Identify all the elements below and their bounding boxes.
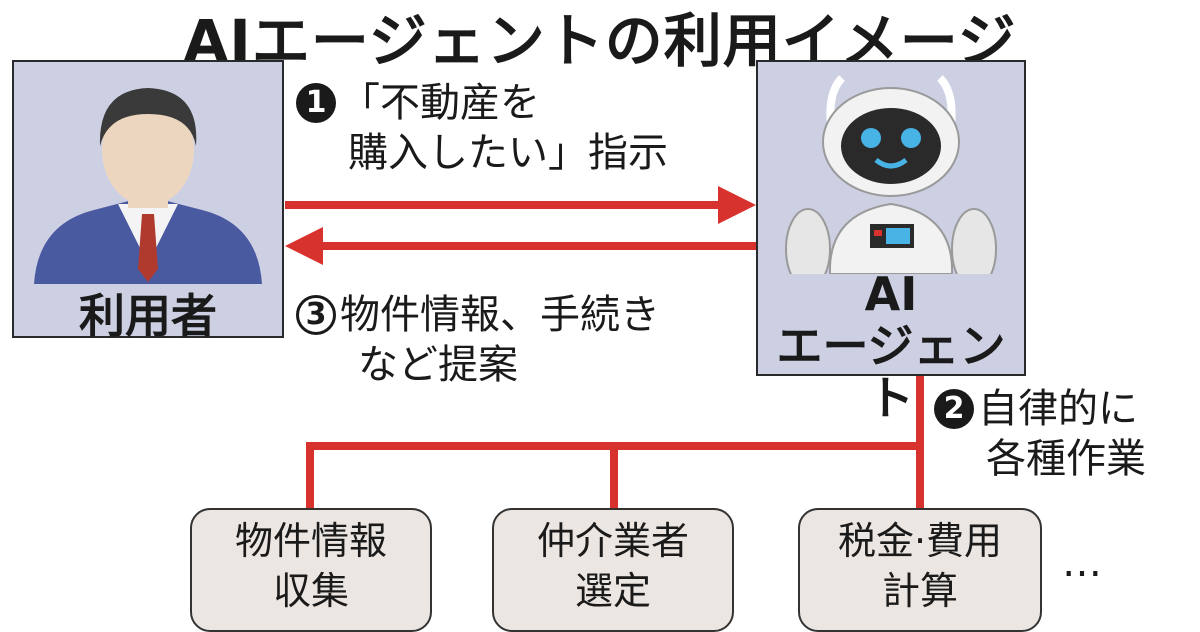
task-3-line1: 税金·費用 [837, 519, 1003, 563]
task-3-line2: 計算 [881, 569, 958, 613]
arrow-proposal-head [285, 227, 323, 265]
agent-label-line2: エージェント [776, 319, 1006, 425]
agent-label-line1: AI [864, 267, 918, 321]
step-1-text: 1「不動産を 購入したい」指示 [296, 78, 668, 178]
task-box-1: 物件情報 収集 [190, 508, 432, 632]
task-1-line1: 物件情報 [234, 519, 387, 563]
user-panel [12, 60, 284, 338]
user-label: 利用者 [79, 289, 217, 343]
step-1-line2: 購入したい」指示 [348, 130, 668, 176]
agent-panel [756, 60, 1026, 376]
task-2-line1: 仲介業者 [536, 519, 689, 563]
step-2-number: 2 [934, 389, 974, 429]
robot-icon [785, 75, 997, 274]
step-1-line1: 「不動産を [340, 80, 540, 126]
step-3-line2: など提案 [358, 342, 518, 388]
task-box-2: 仲介業者 選定 [492, 508, 734, 632]
step-2-line1: 自律的に [978, 386, 1138, 432]
user-icon [34, 88, 262, 284]
step-1-number: 1 [296, 83, 336, 123]
task-1-line2: 収集 [272, 569, 349, 613]
step-3-number: 3 [296, 295, 336, 335]
step-2-line2: 各種作業 [986, 436, 1146, 482]
more-tasks-ellipsis: … [1062, 540, 1104, 586]
task-box-3: 税金·費用 計算 [798, 508, 1042, 632]
task-2-line2: 選定 [574, 569, 651, 613]
agent-label: AI エージェント [758, 268, 1024, 424]
step-3-line1: 物件情報、手続き [340, 292, 660, 338]
arrow-request-head [718, 186, 756, 224]
